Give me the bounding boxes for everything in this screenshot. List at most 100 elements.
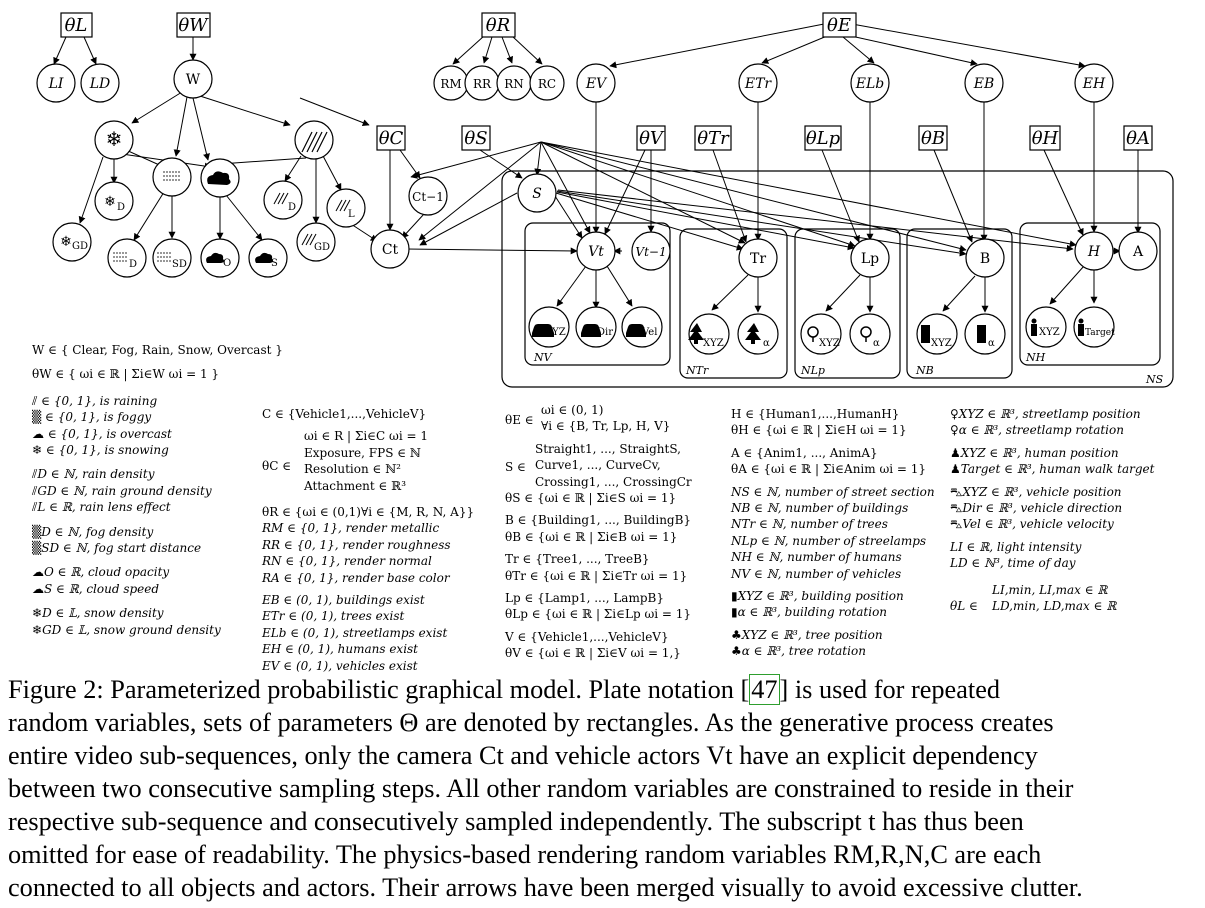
legend-line: Tr ∈ {Tree1, ..., TreeB}: [505, 552, 650, 567]
node-theta-h: θH: [1032, 128, 1059, 149]
legend-line: NS ∈ ℕ, number of street section: [731, 484, 935, 499]
legend-column-5: ♀XYZ ∈ ℝ³, streetlamp position ♀α ∈ ℝ³, …: [950, 406, 1154, 614]
caption-line: respective sub-sequence and consecutivel…: [8, 807, 1024, 836]
snowflake-icon: ❄: [32, 622, 43, 637]
legend-line: θL ∈: [950, 599, 978, 613]
rain-icon: [335, 199, 351, 212]
legend-line: LD ∈ ℕ³, time of day: [950, 556, 1076, 571]
rain-gd-label: GD: [314, 242, 330, 253]
legend-line: θS ∈ {ωi ∈ ℝ | Σi∈S ωi = 1}: [505, 491, 677, 506]
legend-line: ♀XYZ ∈ ℝ³, streetlamp position: [950, 407, 1141, 421]
legend-line: Crossing1, ..., CrossingCr: [535, 474, 692, 489]
tree-icon: [745, 323, 761, 344]
rain-d-label: D: [288, 202, 296, 213]
cloud-icon: [207, 171, 231, 185]
tree-alpha-label: α: [763, 338, 770, 349]
node-e-lb: ELb: [855, 76, 885, 92]
streetlamp-icon: [807, 326, 819, 342]
citation-link[interactable]: 47: [749, 674, 780, 705]
node-c-t: Ct: [382, 242, 399, 258]
legend-line: S ∈: [505, 460, 526, 474]
legend-line: ⫽ ∈ {0, 1}, is raining: [32, 393, 158, 408]
node-theta-c: θC: [379, 128, 404, 149]
node-c-prev: Ct−1: [412, 190, 444, 204]
car-icon: ⛍: [950, 484, 963, 499]
node-theta-lp: θLp: [806, 128, 841, 149]
legend-line: ⫽L ∈ ℝ, rain lens effect: [32, 500, 171, 515]
building-icon: ▮: [731, 589, 738, 604]
legend-line: θTr ∈ {ωi ∈ ℝ | Σi∈Tr ωi = 1}: [505, 568, 688, 583]
car-icon: ⛍: [950, 517, 963, 532]
legend-line: θA ∈ {ωi ∈ ℝ | Σi∈Anim ωi = 1}: [731, 462, 927, 477]
hum-target-label: Target: [1085, 328, 1115, 338]
legend-line: ♣α ∈ ℝ³, tree rotation: [731, 644, 866, 659]
legend-line: B ∈ {Building1, ..., BuildingB}: [505, 513, 692, 528]
plate-label-ntr: NTr: [685, 364, 709, 377]
legend-line: θC ∈: [262, 459, 292, 473]
legend-line: θE ∈: [505, 413, 534, 427]
legend-column-4: H ∈ {Human1,...,HumanH} θH ∈ {ωi ∈ ℝ | Σ…: [731, 406, 935, 660]
legend-line: ⫽D ∈ ℕ, rain density: [32, 467, 155, 482]
fog-icon: ▒: [32, 541, 42, 556]
snowflake-icon: ❄: [60, 234, 72, 250]
legend-line: ❄GD ∈ 𝕃, snow ground density: [32, 622, 221, 637]
legend-line: ▒ ∈ {0, 1}, is foggy: [32, 410, 152, 425]
rain-icon: ⫽: [32, 500, 38, 515]
rain-icon: [273, 192, 289, 205]
plate-nh: [1019, 222, 1161, 366]
cloud-icon: [206, 252, 225, 263]
legend-line: Exposure, FPS ∈ ℕ: [304, 445, 421, 460]
figure-caption: Figure 2: Parameterized probabilistic gr…: [8, 673, 1198, 904]
legend-line: NLp ∈ ℕ, number of streelamps: [731, 533, 927, 548]
plate-label-nv: NV: [533, 351, 553, 364]
caption-line: random variables, sets of parameters Θ a…: [8, 708, 1054, 737]
cloud-s-label: S: [271, 258, 278, 269]
fog-icon: [157, 252, 171, 262]
legend-line: θLp ∈ {ωi ∈ ℝ | Σi∈Lp ωi = 1}: [505, 607, 692, 622]
legend-line: ❄D ∈ 𝕃, snow density: [32, 606, 164, 621]
legend-column-1: W ∈ { Clear, Fog, Rain, Snow, Overcast }…: [32, 338, 283, 638]
node-theta-a: θA: [1126, 128, 1150, 149]
lamp-xyz-label: XYZ: [819, 338, 840, 349]
fog-icon: ▒: [32, 524, 42, 539]
legend-line: ♀α ∈ ℝ³, streetlamp rotation: [950, 423, 1124, 438]
plate-ntr: [679, 228, 788, 379]
legend-line: ⛍Dir ∈ ℝ³, vehicle direction: [950, 501, 1123, 516]
cloud-icon: [255, 252, 274, 263]
legend-column-3: ωi ∈ (0, 1) θE ∈ ∀i ∈ {B, Tr, Lp, H, V} …: [505, 402, 692, 662]
bld-alpha-label: α: [988, 338, 995, 349]
legend-line: θW ∈ { ωi ∈ ℝ | Σi∈W ωi = 1 }: [32, 367, 220, 382]
legend-line: RM ∈ {0, 1}, render metallic: [262, 521, 440, 536]
legend-line: θR ∈ {ωi ∈ (0,1)∀i ∈ {M, R, N, A}}: [262, 505, 475, 520]
rain-icon: [301, 233, 317, 246]
node-e-h: EH: [1082, 76, 1106, 92]
node-r-r: RR: [473, 77, 492, 91]
snow-gd-label: GD: [72, 241, 88, 252]
legend-line: ETr ∈ (0, 1), trees exist: [262, 609, 405, 624]
legend-line: EH ∈ (0, 1), humans exist: [262, 642, 419, 657]
node-h: H: [1087, 244, 1101, 260]
plate-label-nb: NB: [915, 364, 934, 377]
caption-line: omitted for ease of readability. The phy…: [8, 840, 1042, 869]
plate-label-ns: NS: [1145, 373, 1164, 386]
node-theta-v: θV: [639, 128, 665, 149]
legend-line: NB ∈ ℕ, number of buildings: [731, 501, 909, 516]
legend-line: ☁S ∈ ℝ, cloud speed: [32, 581, 160, 596]
human-icon: [1078, 318, 1084, 336]
node-tr: Tr: [750, 251, 766, 267]
rain-l-label: L: [348, 209, 355, 220]
fog-sd-label: SD: [172, 259, 187, 270]
legend-line: Resolution ∈ ℕ²: [304, 462, 401, 477]
human-icon: ♟: [950, 445, 961, 460]
legend-line: RN ∈ {0, 1}, render normal: [262, 554, 432, 569]
cloud-icon: ☁: [32, 565, 44, 580]
node-lp: Lp: [861, 251, 879, 267]
legend-line: ▒D ∈ ℕ, fog density: [32, 524, 154, 539]
fog-icon: [163, 171, 181, 181]
node-v-t: Vt: [588, 244, 604, 260]
tree-xyz-label: XYZ: [703, 338, 724, 349]
legend-line: ⫽GD ∈ ℕ, rain ground density: [32, 483, 212, 498]
node-e-v: EV: [585, 76, 608, 92]
node-b: B: [980, 251, 990, 267]
legend-line: EV ∈ (0, 1), vehicles exist: [262, 658, 418, 673]
